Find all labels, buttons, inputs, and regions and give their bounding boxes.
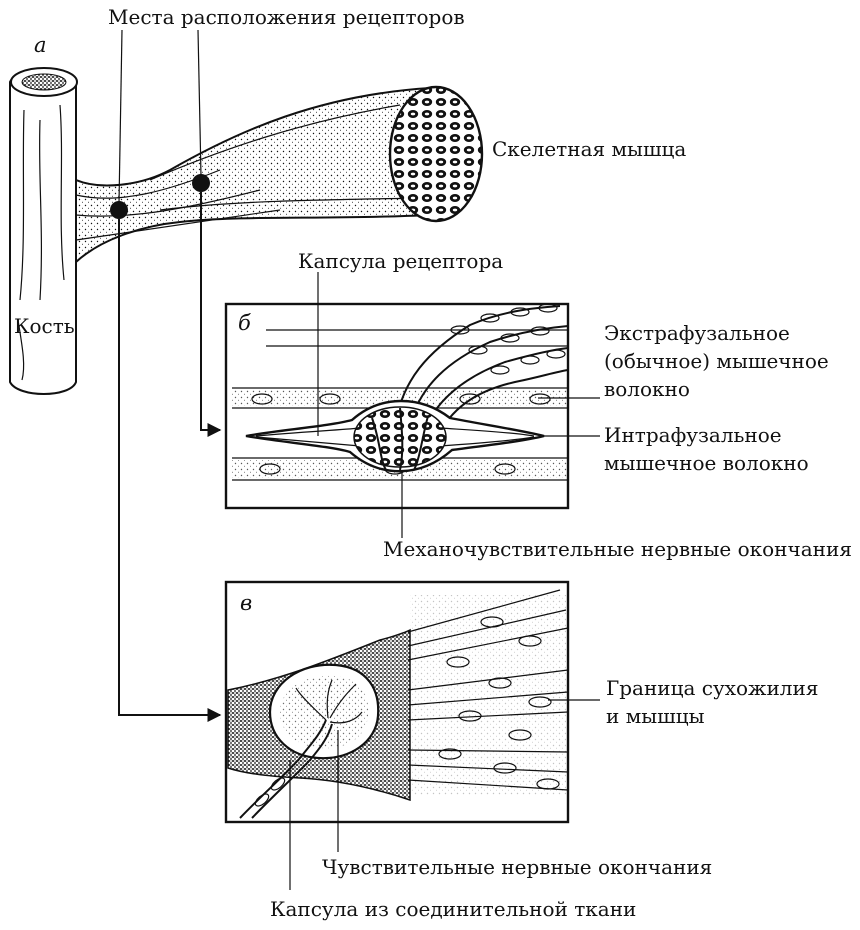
muscle-fibres-fan bbox=[407, 589, 569, 795]
label-connective-capsule: Капсула из соединительной ткани bbox=[270, 897, 636, 921]
bone-illustration bbox=[9, 67, 78, 395]
receptor-site-dot-1 bbox=[110, 201, 128, 219]
label-intrafusal-1: Интрафузальное bbox=[604, 423, 782, 447]
label-sensory-endings: Чувствительные нервные окончания bbox=[322, 855, 712, 879]
panel-b-letter: б bbox=[238, 311, 251, 335]
panel-v: в bbox=[224, 580, 818, 921]
panel-b: б bbox=[224, 249, 852, 561]
label-extrafusal-3: волокно bbox=[604, 377, 690, 401]
label-mechanosensitive: Механочувствительные нервные окончания bbox=[383, 537, 852, 561]
arrow-to-panel-b bbox=[200, 192, 222, 437]
nerve-fibres bbox=[394, 303, 569, 433]
receptor-site-dot-2 bbox=[192, 174, 210, 192]
label-tendon-border-1: Граница сухожилия bbox=[606, 676, 818, 700]
label-extrafusal-2: (обычное) мышечное bbox=[604, 349, 829, 373]
arrow-to-panel-v bbox=[118, 219, 222, 722]
label-tendon-border-2: и мышцы bbox=[606, 704, 705, 728]
sensory-nerve bbox=[239, 679, 363, 819]
label-receptor-capsule: Капсула рецептора bbox=[298, 249, 503, 273]
label-extrafusal-1: Экстрафузальное bbox=[604, 321, 790, 345]
intrafusal-spindle bbox=[245, 399, 545, 473]
skeletal-muscle-illustration bbox=[75, 85, 484, 265]
panel-a-letter: а bbox=[34, 33, 47, 57]
panel-a: а Места расположения рецепторов bbox=[9, 5, 686, 395]
label-intrafusal-2: мышечное волокно bbox=[604, 451, 809, 475]
connector-arrows bbox=[118, 192, 222, 722]
label-bone: Кость bbox=[14, 314, 75, 338]
label-skeletal-muscle: Скелетная мышца bbox=[492, 137, 686, 161]
label-receptor-sites: Места расположения рецепторов bbox=[108, 5, 465, 29]
panel-v-letter: в bbox=[240, 591, 252, 615]
